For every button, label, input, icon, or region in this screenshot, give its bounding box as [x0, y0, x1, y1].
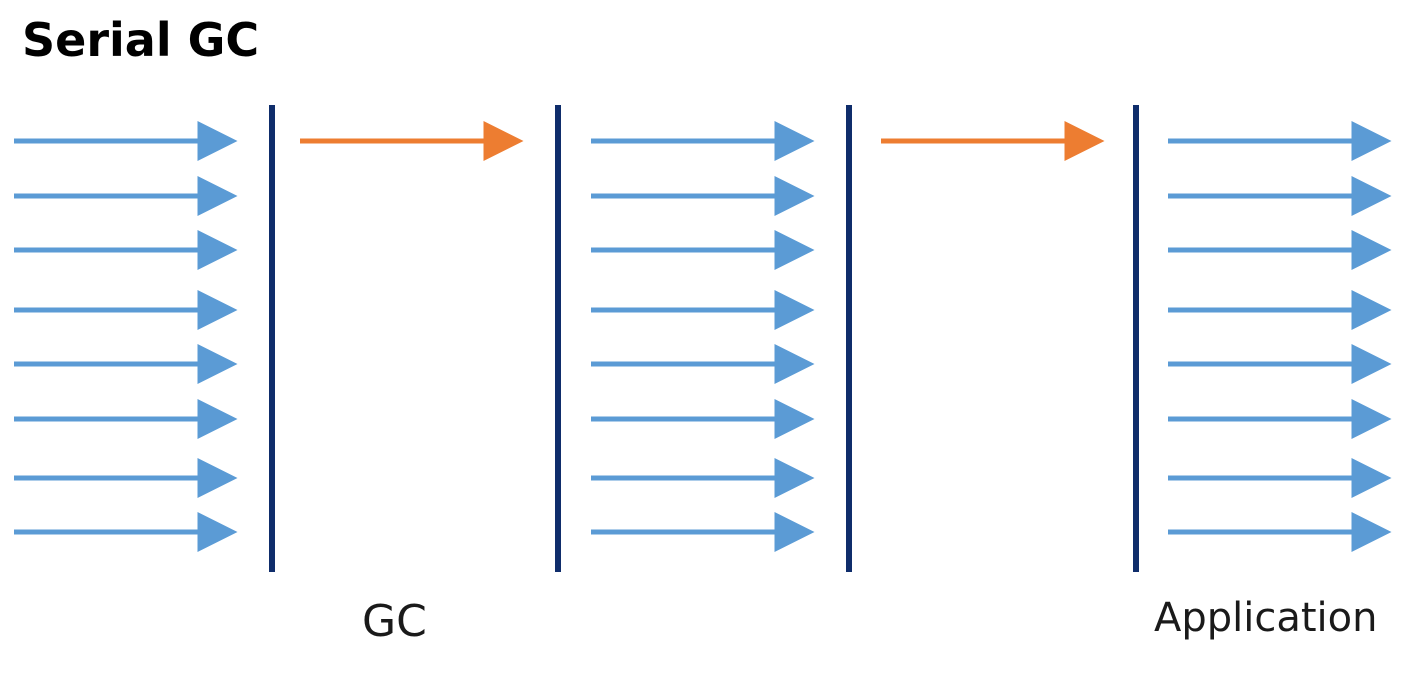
application-label: Application [1154, 595, 1378, 641]
stop-the-world-bars [269, 105, 1139, 572]
gc-label: GC [362, 596, 427, 647]
thread-arrows [14, 121, 1392, 552]
diagram-title: Serial GC [22, 13, 260, 67]
